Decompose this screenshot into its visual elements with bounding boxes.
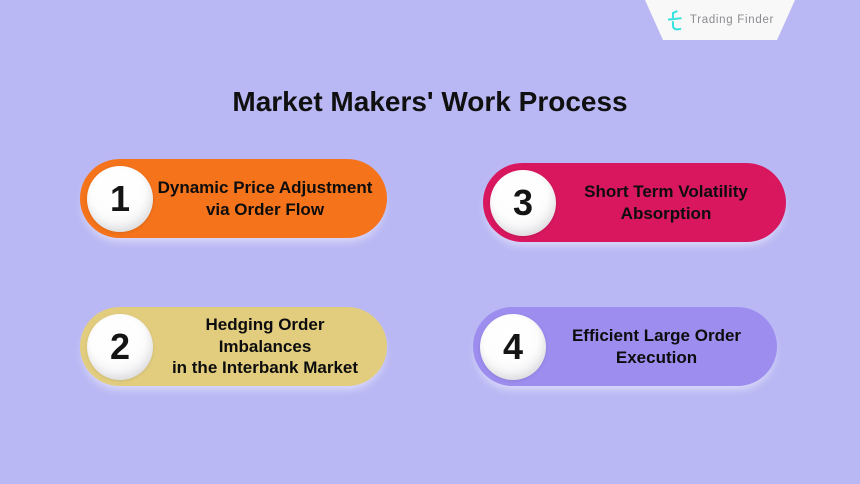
step-label: Dynamic Price Adjustment via Order Flow [157, 177, 373, 219]
step-number: 3 [512, 181, 534, 223]
step-number: 1 [109, 177, 131, 219]
process-step-1: 1 Dynamic Price Adjustment via Order Flo… [80, 159, 387, 238]
step-label: Hedging Order Imbalances in the Interban… [171, 315, 359, 378]
step-number-badge: 3 [490, 169, 556, 236]
brand-name: Trading Finder [689, 14, 775, 26]
step-number-badge: 4 [480, 313, 546, 380]
step-number: 2 [109, 325, 131, 367]
step-number-badge: 2 [87, 313, 153, 380]
tradingfinder-mark-icon [667, 10, 682, 31]
process-step-4: 4 Efficient Large Order Execution [473, 307, 777, 386]
brand-banner: Trading Finder [645, 0, 795, 40]
step-label: Efficient Large Order Execution [571, 325, 742, 367]
process-step-2: 2 Hedging Order Imbalances in the Interb… [80, 307, 387, 386]
step-number-badge: 1 [87, 165, 153, 232]
step-label: Short Term Volatility Absorption [584, 181, 748, 223]
page-title: Market Makers' Work Process [232, 86, 628, 117]
process-step-3: 3 Short Term Volatility Absorption [483, 163, 786, 242]
step-number: 4 [502, 325, 524, 367]
